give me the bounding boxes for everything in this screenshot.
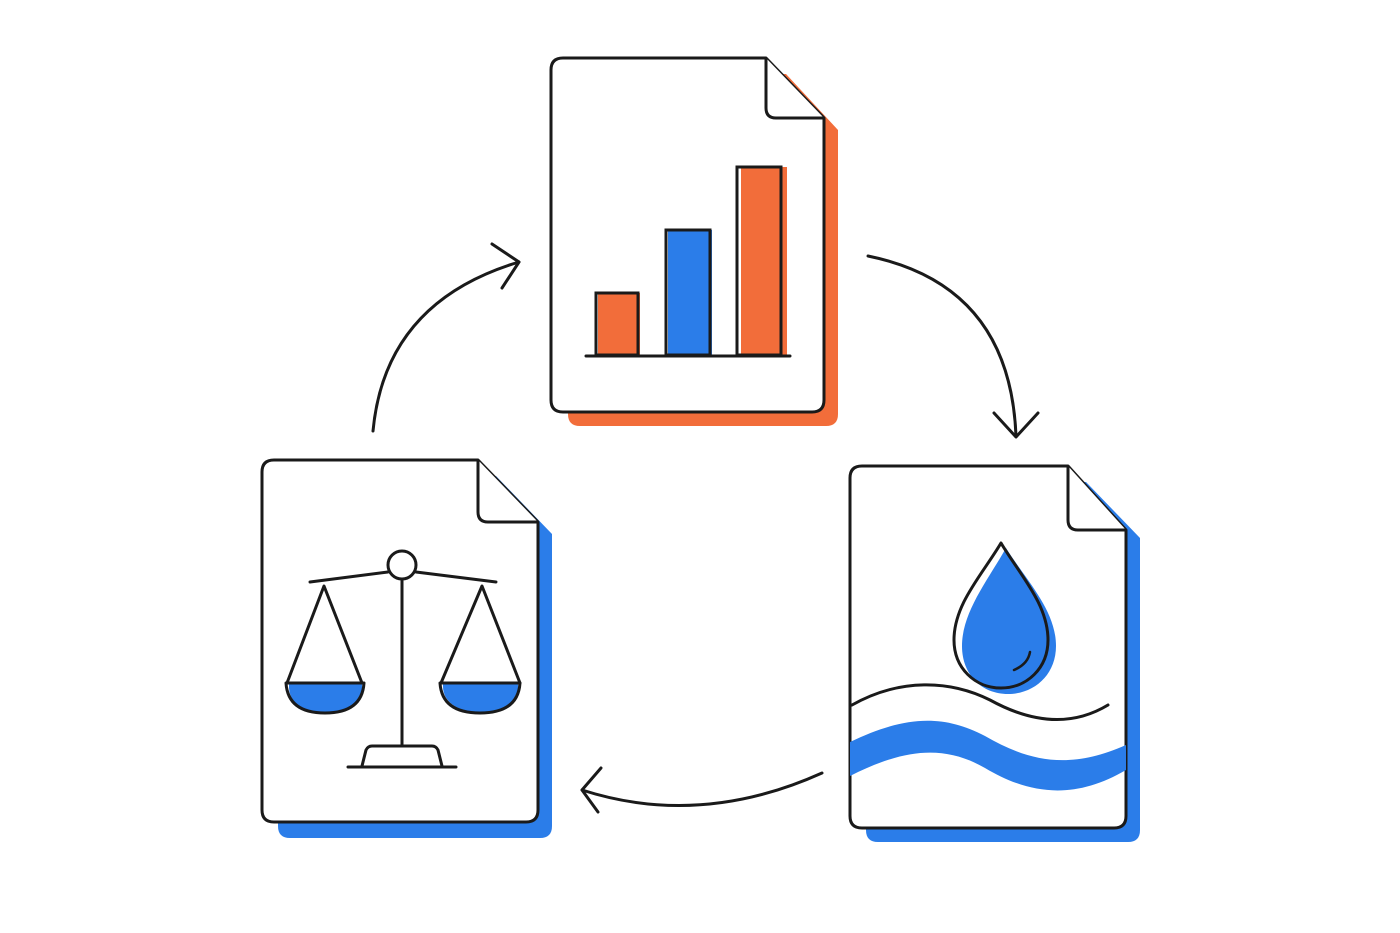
water-document-fold: [1066, 466, 1126, 532]
arrowhead-left-icon: [580, 766, 603, 814]
drop-fill: [962, 548, 1056, 694]
scale-base: [360, 744, 444, 768]
right-pan-outline: [438, 681, 522, 715]
right-pan-fill: [442, 684, 519, 713]
bar-chart-icon: [584, 165, 792, 358]
left-pan-fill: [288, 684, 363, 713]
water-document: [848, 464, 1140, 842]
bar-2-fill: [668, 230, 712, 355]
right-pan-strings: [439, 584, 522, 685]
scale-beam: [308, 570, 498, 584]
report-document: [549, 56, 838, 426]
left-pan-strings: [285, 584, 364, 685]
water-drop-icon: [952, 541, 1056, 694]
left-pan-outline: [284, 681, 366, 715]
arrow-water-to-law: [580, 766, 824, 814]
outline-wave: [850, 683, 1110, 722]
arrow-law-to-report: [371, 242, 521, 433]
bar-3-fill: [741, 167, 787, 355]
report-document-fold: [764, 58, 824, 120]
arrowhead-down-icon: [992, 411, 1040, 439]
blue-wave: [850, 720, 1126, 791]
balance-scale-icon: [284, 549, 522, 769]
bar-1-fill: [598, 293, 640, 355]
scale-pivot: [386, 549, 418, 581]
arrow-report-to-water: [866, 254, 1040, 439]
arrowhead-right-icon: [490, 242, 521, 290]
drop-highlight: [1012, 650, 1032, 672]
law-document: [260, 458, 552, 838]
law-document-fold: [476, 460, 538, 524]
drop-outline: [952, 541, 1050, 690]
law-document-page: [260, 458, 540, 824]
